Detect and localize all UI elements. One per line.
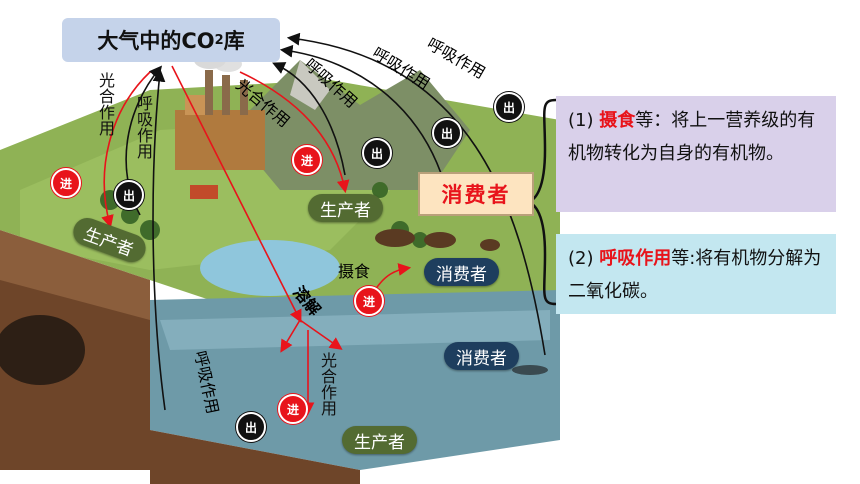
consumer-sea-pill: 消费者 [444, 342, 519, 370]
photosynthesis-label-sea: 光合作用 [318, 352, 337, 416]
respiration-label-left: 呼吸作用 [134, 95, 153, 159]
photosynthesis-label-left: 光合作用 [96, 72, 115, 136]
out-badge: 出 [362, 138, 392, 168]
info-panel-respiration: (2) 呼吸作用等:将有机物分解为二氧化碳。 [556, 234, 836, 314]
consumer-highlight-box: 消费者 [418, 172, 534, 216]
in-badge: 进 [354, 286, 384, 316]
producer-sea-pill: 生产者 [342, 426, 417, 454]
out-badge: 出 [432, 118, 462, 148]
eating-highlight: 摄食 [599, 110, 636, 131]
title-suffix: 库 [223, 29, 245, 53]
title-sub: 2 [214, 32, 224, 48]
out-badge: 出 [494, 92, 524, 122]
in-badge: 进 [51, 168, 81, 198]
in-badge: 进 [292, 145, 322, 175]
title-main: 大气中的CO [97, 29, 215, 53]
info-panel-eating: (1) 摄食等：将上一营养级的有机物转化为自身的有机物。 [556, 96, 836, 212]
out-badge: 出 [236, 412, 266, 442]
eat-label: 摄食 [338, 262, 371, 281]
mountains [230, 60, 470, 190]
consumer-land-pill: 消费者 [424, 258, 499, 286]
in-badge: 进 [278, 394, 308, 424]
animals [375, 229, 548, 375]
respiration-highlight: 呼吸作用 [599, 248, 672, 269]
producer-mountain-pill: 生产者 [308, 194, 383, 222]
out-badge: 出 [114, 180, 144, 210]
lake [200, 240, 340, 296]
